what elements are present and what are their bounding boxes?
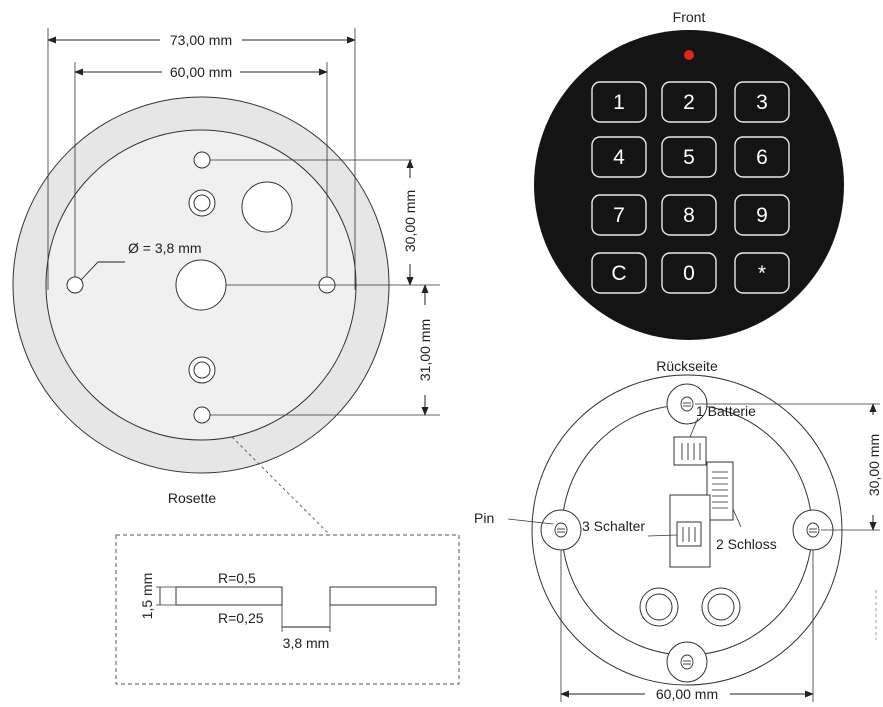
battery-connector — [673, 436, 707, 466]
back-caption: Rückseite — [656, 358, 718, 374]
detail-height-dimension: 1,5 mm — [139, 573, 155, 620]
hole-diameter-label: Ø = 3,8 mm — [128, 240, 202, 256]
detail-radius-bottom: R=0,25 — [218, 610, 264, 626]
label-battery: 1 Batterie — [696, 403, 756, 419]
keypad-key-label: 2 — [683, 91, 695, 114]
dimension-outer-width: 73,00 mm — [170, 32, 232, 48]
rosette-pin-hole-bottom — [193, 406, 211, 424]
pin-icon — [554, 396, 820, 670]
keypad-key-label: 7 — [613, 204, 625, 227]
keypad-key-label: 4 — [613, 146, 625, 169]
keypad-key[interactable] — [734, 252, 790, 294]
rosette-pin-hole-top — [193, 151, 211, 169]
lock-connector — [706, 461, 734, 521]
keypad-key[interactable] — [591, 136, 647, 178]
keypad-key[interactable] — [661, 252, 717, 294]
keypad-body — [534, 30, 844, 340]
status-led — [684, 50, 694, 60]
rosette-pin-hole-left — [66, 276, 84, 294]
dimension-back-horizontal: 60,00 mm — [656, 686, 718, 702]
keypad-key-label: * — [758, 262, 766, 285]
rosette-caption: Rosette — [168, 490, 216, 506]
detail-bar-left — [175, 586, 283, 606]
keypad-key[interactable] — [591, 81, 647, 123]
keypad-key[interactable] — [661, 81, 717, 123]
detail-radius-top: R=0,5 — [218, 570, 256, 586]
keypad-key-label: 6 — [756, 146, 768, 169]
keypad-key-label: C — [611, 262, 626, 285]
back-screw-hole-left-inner — [645, 593, 673, 621]
back-screw-hole-right-inner — [707, 593, 735, 621]
rosette-screw-hole-bottom-inner — [193, 361, 211, 379]
label-lock: 2 Schloss — [716, 536, 777, 552]
dimension-hole-span: 60,00 mm — [170, 64, 232, 80]
switch-connector — [676, 521, 702, 547]
rosette-view: 73,00 mm 60,00 mm 30,00 mm 31,00 mm Ø = … — [12, 28, 440, 536]
keypad-key[interactable] — [734, 81, 790, 123]
rosette-screw-hole-top-inner — [193, 194, 211, 212]
keypad-key[interactable] — [591, 194, 647, 236]
detail-frame — [115, 534, 460, 685]
keypad-key-label: 9 — [756, 204, 768, 227]
diameter-leader — [80, 261, 125, 281]
rosette-center-hole — [175, 259, 227, 311]
keypad-key[interactable] — [734, 136, 790, 178]
keypad-key-label: 3 — [756, 91, 768, 114]
rosette-large-hole — [241, 181, 293, 233]
keypad-key[interactable] — [661, 136, 717, 178]
keypad-key-label: 0 — [683, 262, 695, 285]
detail-connector — [231, 436, 331, 536]
dimension-upper: 30,00 mm — [402, 190, 418, 252]
label-switch: 3 Schalter — [582, 518, 645, 534]
keypad-key[interactable] — [734, 194, 790, 236]
leader-pin — [507, 518, 554, 525]
leader-switch — [647, 534, 678, 537]
keypad-key-label: 5 — [683, 146, 695, 169]
dimension-back-vertical: 30,00 mm — [866, 434, 882, 496]
dimension-lower: 31,00 mm — [417, 319, 433, 381]
keypad-key-label: 8 — [683, 204, 695, 227]
detail-gap-dimension: 3,8 mm — [283, 635, 330, 651]
leader-lock — [732, 508, 742, 528]
detail-view: 1,5 mm R=0,5 R=0,25 3,8 mm — [115, 534, 460, 685]
keypad-key[interactable] — [591, 252, 647, 294]
front-view: Front 1 2 3 4 5 6 7 8 9C 0 * — [534, 9, 844, 340]
detail-bar-right — [329, 586, 437, 606]
leader-battery — [689, 417, 699, 438]
front-caption: Front — [673, 9, 706, 25]
keypad-key[interactable] — [661, 194, 717, 236]
label-pin: Pin — [474, 510, 494, 526]
keypad-keys: 1 2 3 4 5 6 7 8 9C 0 * — [591, 81, 790, 294]
back-view: Rückseite — [474, 358, 882, 702]
keypad-key-label: 1 — [613, 91, 625, 114]
